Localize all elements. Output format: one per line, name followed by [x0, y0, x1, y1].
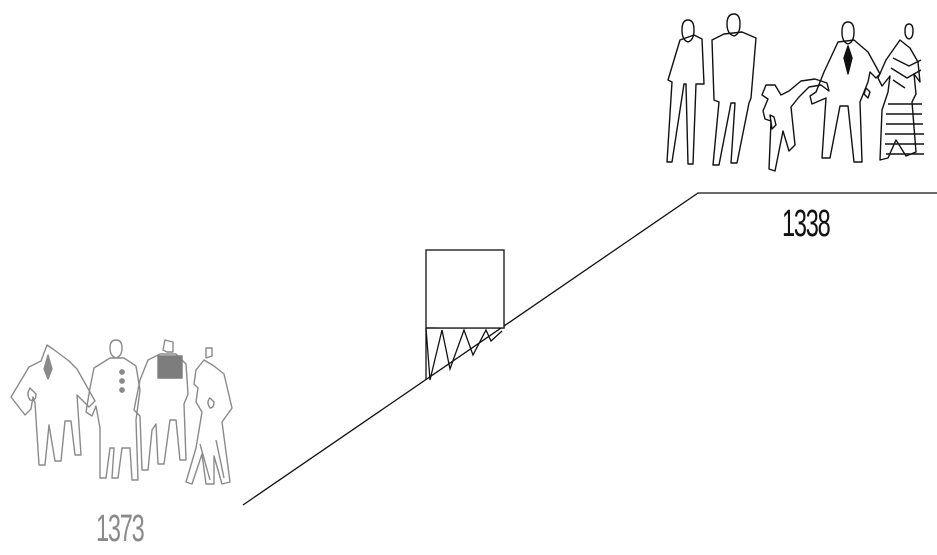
person-with-square-figure-icon [134, 340, 188, 470]
striped-dress-figure-icon [878, 24, 924, 160]
lower-year-label: 1373 [96, 510, 143, 548]
upper-figure-group [667, 14, 924, 171]
dog-figure-icon [762, 79, 829, 171]
box-with-zigzag-base-icon [426, 250, 504, 380]
person-figure-icon [667, 20, 704, 164]
upper-year-label: 1338 [782, 205, 829, 243]
lower-figure-group [11, 340, 232, 484]
person-figure-icon [11, 345, 95, 465]
person-with-tie-figure-icon [810, 22, 880, 162]
person-with-buttons-figure-icon [86, 340, 140, 480]
person-with-dress-figure-icon [186, 348, 232, 484]
slope-line [243, 193, 937, 505]
person-figure-icon [712, 14, 756, 165]
